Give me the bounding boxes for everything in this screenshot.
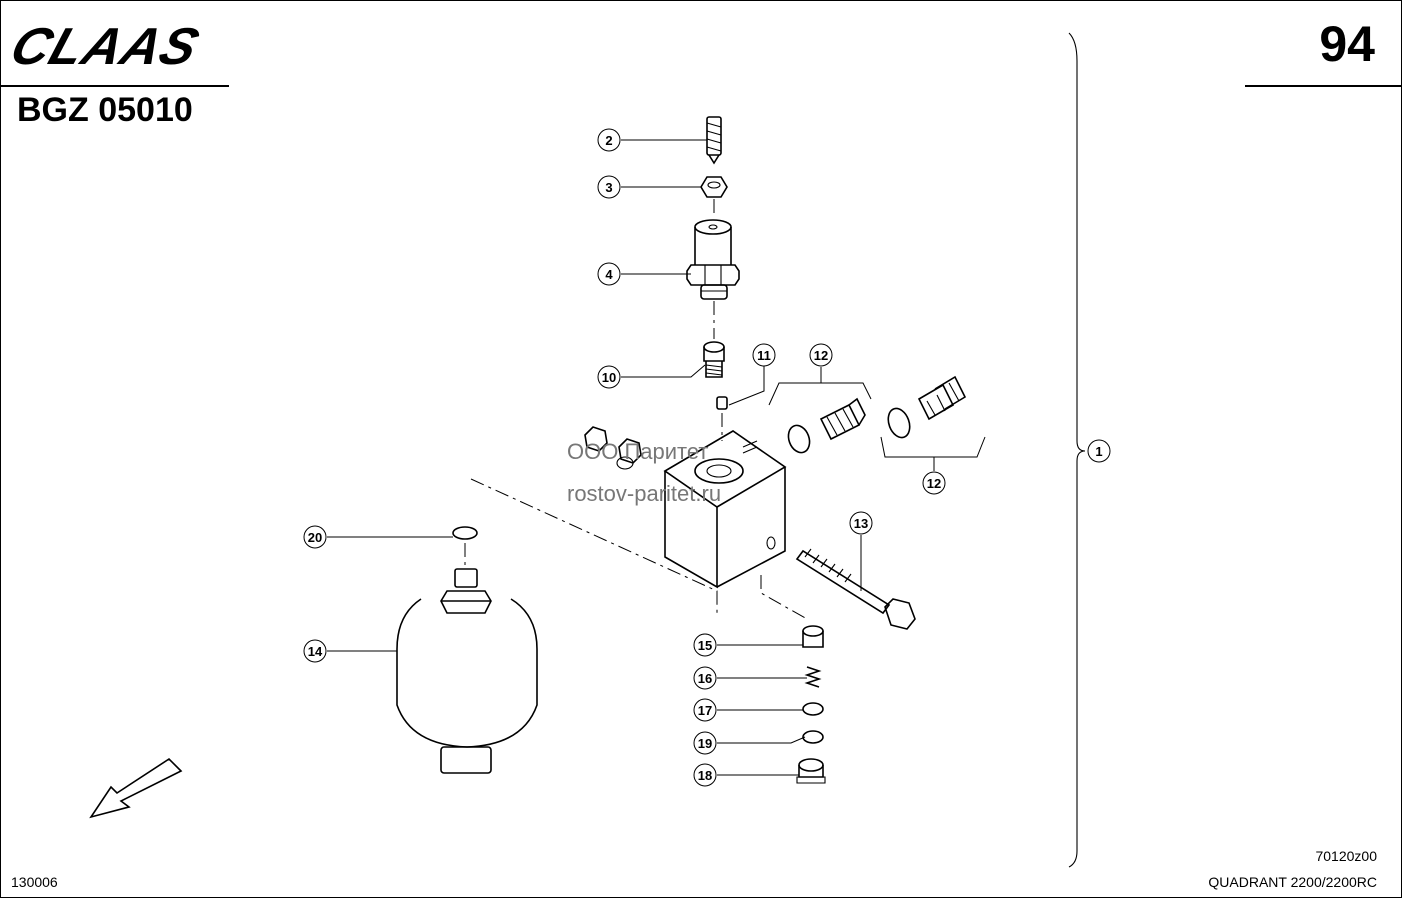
part-17-disc xyxy=(802,702,824,716)
callout-4: 4 xyxy=(597,262,621,286)
direction-arrow-icon xyxy=(89,757,183,819)
callout-label: 1 xyxy=(1095,444,1102,459)
callout-label: 12 xyxy=(927,476,941,491)
callout-label: 18 xyxy=(698,768,712,783)
part-10-check-valve xyxy=(703,341,725,378)
header-rule-right xyxy=(1245,85,1401,87)
part-15-sleeve xyxy=(802,625,824,648)
part-12-adapter-left xyxy=(787,397,866,454)
callout-19: 19 xyxy=(693,731,717,755)
part-12-fitting-right xyxy=(887,375,967,439)
part-14-accumulator xyxy=(396,568,538,774)
block-side-fittings xyxy=(584,426,642,470)
callout-label: 19 xyxy=(698,736,712,751)
part-18-plug xyxy=(796,758,826,784)
valve-block xyxy=(663,430,787,589)
callout-label: 3 xyxy=(605,180,612,195)
leader-lines xyxy=(327,139,935,776)
callout-label: 13 xyxy=(854,516,868,531)
callout-12-lower: 12 xyxy=(922,471,946,495)
part-11-plug xyxy=(716,396,728,410)
watermark-website: rostov-paritet.ru xyxy=(567,481,722,506)
assembly-axis-lower xyxy=(760,575,808,620)
part-19-o-ring xyxy=(802,730,824,744)
callout-20: 20 xyxy=(303,525,327,549)
callout-1: 1 xyxy=(1087,439,1111,463)
callout-label: 20 xyxy=(308,530,322,545)
sheet-code: 130006 xyxy=(11,874,58,890)
callout-label: 17 xyxy=(698,703,712,718)
part-4-valve-cartridge xyxy=(686,219,740,300)
part-13-bolt xyxy=(795,548,916,630)
bracket-12-lower xyxy=(880,436,986,458)
watermark-company: ООО Паритет xyxy=(567,439,709,464)
callout-label: 14 xyxy=(308,644,323,659)
callout-16: 16 xyxy=(693,666,717,690)
callout-13: 13 xyxy=(849,511,873,535)
callout-12-upper: 12 xyxy=(809,343,833,367)
page-number: 94 xyxy=(1319,16,1375,72)
assembly-axis-accumulator xyxy=(470,478,718,615)
callout-17: 17 xyxy=(693,698,717,722)
header-rule-left xyxy=(1,85,229,87)
model-name: QUADRANT 2200/2200RC xyxy=(1208,874,1377,890)
part-3-nut xyxy=(700,176,728,198)
callout-label: 15 xyxy=(698,638,712,653)
part-16-spring xyxy=(804,666,822,688)
callout-label: 4 xyxy=(605,267,613,282)
callout-2: 2 xyxy=(597,128,621,152)
callout-15: 15 xyxy=(693,633,717,657)
part-2-grub-screw xyxy=(706,116,722,165)
assembly-bracket xyxy=(1068,32,1086,868)
part-20-o-ring xyxy=(452,526,478,540)
callout-3: 3 xyxy=(597,175,621,199)
callout-label: 10 xyxy=(602,370,616,385)
bracket-12-upper xyxy=(768,382,872,406)
callout-label: 11 xyxy=(757,348,771,363)
drawing-code: 70120z00 xyxy=(1315,848,1377,864)
callout-14: 14 xyxy=(303,639,327,663)
callout-label: 2 xyxy=(605,133,612,148)
callout-11: 11 xyxy=(752,343,776,367)
callout-label: 12 xyxy=(814,348,828,363)
callout-18: 18 xyxy=(693,763,717,787)
callout-label: 16 xyxy=(698,671,712,686)
document-code: BGZ 05010 xyxy=(17,91,193,129)
callout-10: 10 xyxy=(597,365,621,389)
